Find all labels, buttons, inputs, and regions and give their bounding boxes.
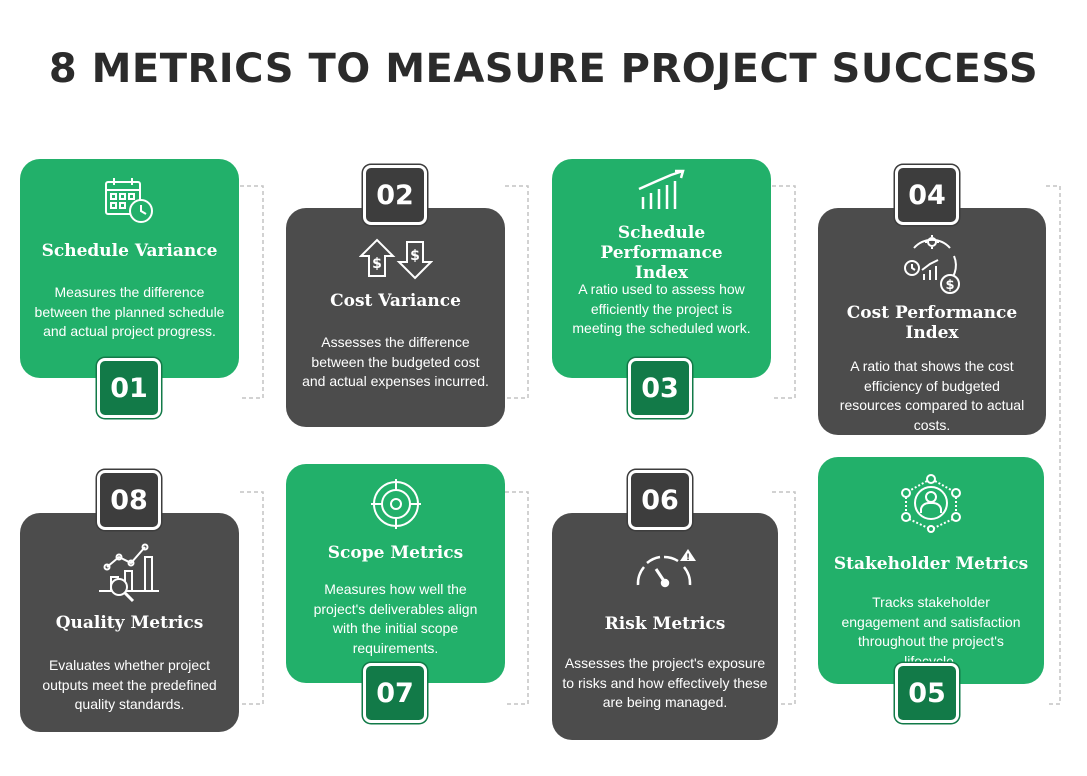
svg-text:$: $	[372, 256, 382, 272]
card-title: Schedule Performance Index	[600, 223, 723, 283]
card-title: Scope Metrics	[327, 543, 464, 563]
calendar-clock-icon	[20, 175, 239, 227]
risk-gauge-icon: !	[552, 547, 778, 593]
dollar-up-down-arrows-icon: $ $	[286, 238, 505, 280]
card-title: Quality Metrics	[55, 613, 204, 633]
svg-text:$: $	[410, 248, 420, 264]
stakeholder-network-icon	[818, 473, 1044, 533]
svg-text:$: $	[945, 278, 954, 293]
card-description: Measures the difference between the plan…	[34, 284, 225, 339]
chart-magnifier-icon	[20, 543, 239, 605]
card-title: Schedule Variance	[41, 241, 218, 261]
number-badge: 06	[628, 470, 692, 530]
number-badge: 02	[363, 165, 427, 225]
card-description: A ratio used to assess how efficiently t…	[572, 281, 751, 336]
card-title: Stakeholder Metrics	[833, 554, 1029, 574]
number-badge: 07	[363, 663, 427, 723]
gear-gauge-dollar-icon: $	[818, 234, 1046, 296]
card-title: Cost Variance	[330, 291, 461, 311]
card-description: Assesses the difference between the budg…	[302, 334, 489, 389]
page-title: 8 METRICS TO MEASURE PROJECT SUCCESS	[48, 46, 1039, 92]
card-description: Measures how well the project's delivera…	[313, 581, 478, 656]
metric-card-quality-metrics: Quality Metrics Evaluates whether projec…	[20, 513, 239, 732]
card-description: Evaluates whether project outputs meet t…	[42, 657, 217, 712]
metric-card-cost-performance-index: $ Cost Performance Index A ratio that sh…	[818, 208, 1046, 435]
metric-card-risk-metrics: ! Risk Metrics Assesses the project's ex…	[552, 513, 778, 740]
metric-card-schedule-variance: Schedule Variance Measures the differenc…	[20, 159, 239, 378]
number-badge: 08	[97, 470, 161, 530]
number-badge: 01	[97, 358, 161, 418]
number-badge: 05	[895, 663, 959, 723]
growth-chart-icon	[552, 169, 771, 211]
metric-card-scope-metrics: Scope Metrics Measures how well the proj…	[286, 464, 505, 683]
card-description: A ratio that shows the cost efficiency o…	[839, 358, 1025, 433]
card-title: Risk Metrics	[604, 614, 726, 634]
number-badge: 04	[895, 165, 959, 225]
card-description: Assesses the project's exposure to risks…	[562, 655, 768, 710]
metric-card-schedule-performance-index: Schedule Performance Index A ratio used …	[552, 159, 771, 378]
svg-text:!: !	[686, 553, 690, 563]
card-title: Cost Performance Index	[846, 303, 1018, 343]
number-badge: 03	[628, 358, 692, 418]
metric-card-cost-variance: $ $ Cost Variance Assesses the differenc…	[286, 208, 505, 427]
metric-card-stakeholder-metrics: Stakeholder Metrics Tracks stakeholder e…	[818, 457, 1044, 684]
target-icon	[286, 478, 505, 530]
card-description: Tracks stakeholder engagement and satisf…	[841, 594, 1021, 669]
